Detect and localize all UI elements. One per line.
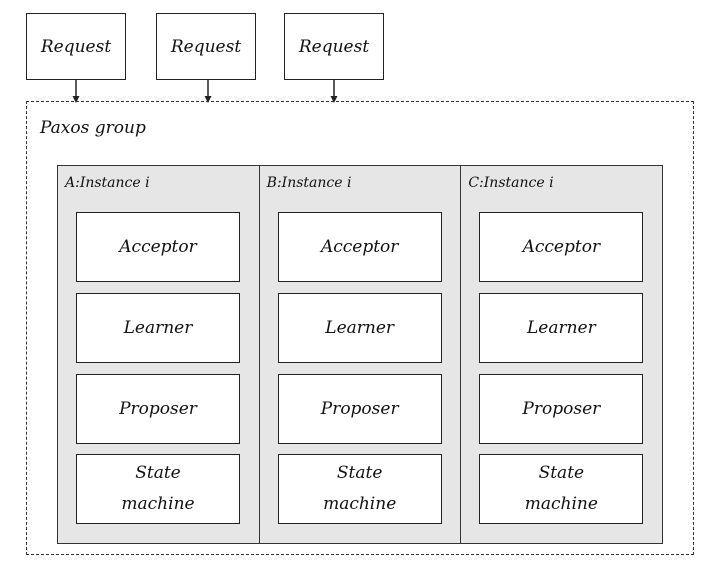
- state-machine-line-2: machine: [323, 494, 397, 514]
- instance-c: C:Instance i Acceptor Learner Proposer S…: [461, 166, 662, 543]
- role-label: Learner: [526, 317, 596, 338]
- request-label: Request: [170, 36, 242, 57]
- instance-a: A:Instance i Acceptor Learner Proposer S…: [58, 166, 260, 543]
- request-box-2: Request: [156, 13, 256, 80]
- paxos-group: [26, 101, 694, 555]
- request-label: Request: [298, 36, 370, 57]
- state-machine-line-2: machine: [121, 494, 195, 514]
- state-machine-box: State machine: [479, 454, 644, 524]
- request-arrow-1: [72, 80, 80, 103]
- instance-label: B:Instance i: [266, 175, 352, 191]
- state-machine-box: State machine: [277, 454, 442, 524]
- role-label: Proposer: [522, 398, 601, 419]
- state-machine-line-1: State: [135, 463, 181, 483]
- instances-container: A:Instance i Acceptor Learner Proposer S…: [57, 165, 663, 544]
- request-box-1: Request: [26, 13, 126, 80]
- proposer-box: Proposer: [479, 374, 644, 444]
- state-machine-line-1: State: [336, 463, 383, 483]
- state-machine-line-2: machine: [524, 494, 598, 514]
- learner-box: Learner: [277, 293, 442, 363]
- learner-box: Learner: [479, 293, 644, 363]
- paxos-group-label: Paxos group: [40, 118, 146, 138]
- role-label: Learner: [123, 317, 193, 338]
- role-label: Proposer: [119, 398, 197, 419]
- role-label: Acceptor: [320, 236, 399, 257]
- instance-label: A:Instance i: [65, 175, 150, 191]
- instance-label: C:Instance i: [468, 175, 554, 191]
- proposer-box: Proposer: [277, 374, 442, 444]
- acceptor-box: Acceptor: [479, 212, 644, 282]
- role-label: Learner: [325, 317, 395, 338]
- state-machine-line-1: State: [538, 463, 585, 483]
- proposer-box: Proposer: [76, 374, 240, 444]
- request-arrow-3: [330, 80, 338, 103]
- learner-box: Learner: [76, 293, 240, 363]
- role-label: Acceptor: [119, 236, 197, 257]
- acceptor-box: Acceptor: [277, 212, 442, 282]
- request-box-3: Request: [284, 13, 384, 80]
- state-machine-box: State machine: [76, 454, 240, 524]
- request-arrow-2: [204, 80, 212, 103]
- acceptor-box: Acceptor: [76, 212, 240, 282]
- role-label: Acceptor: [522, 236, 601, 257]
- role-label: Proposer: [320, 398, 399, 419]
- request-label: Request: [40, 36, 112, 57]
- instance-b: B:Instance i Acceptor Learner Proposer S…: [260, 166, 462, 543]
